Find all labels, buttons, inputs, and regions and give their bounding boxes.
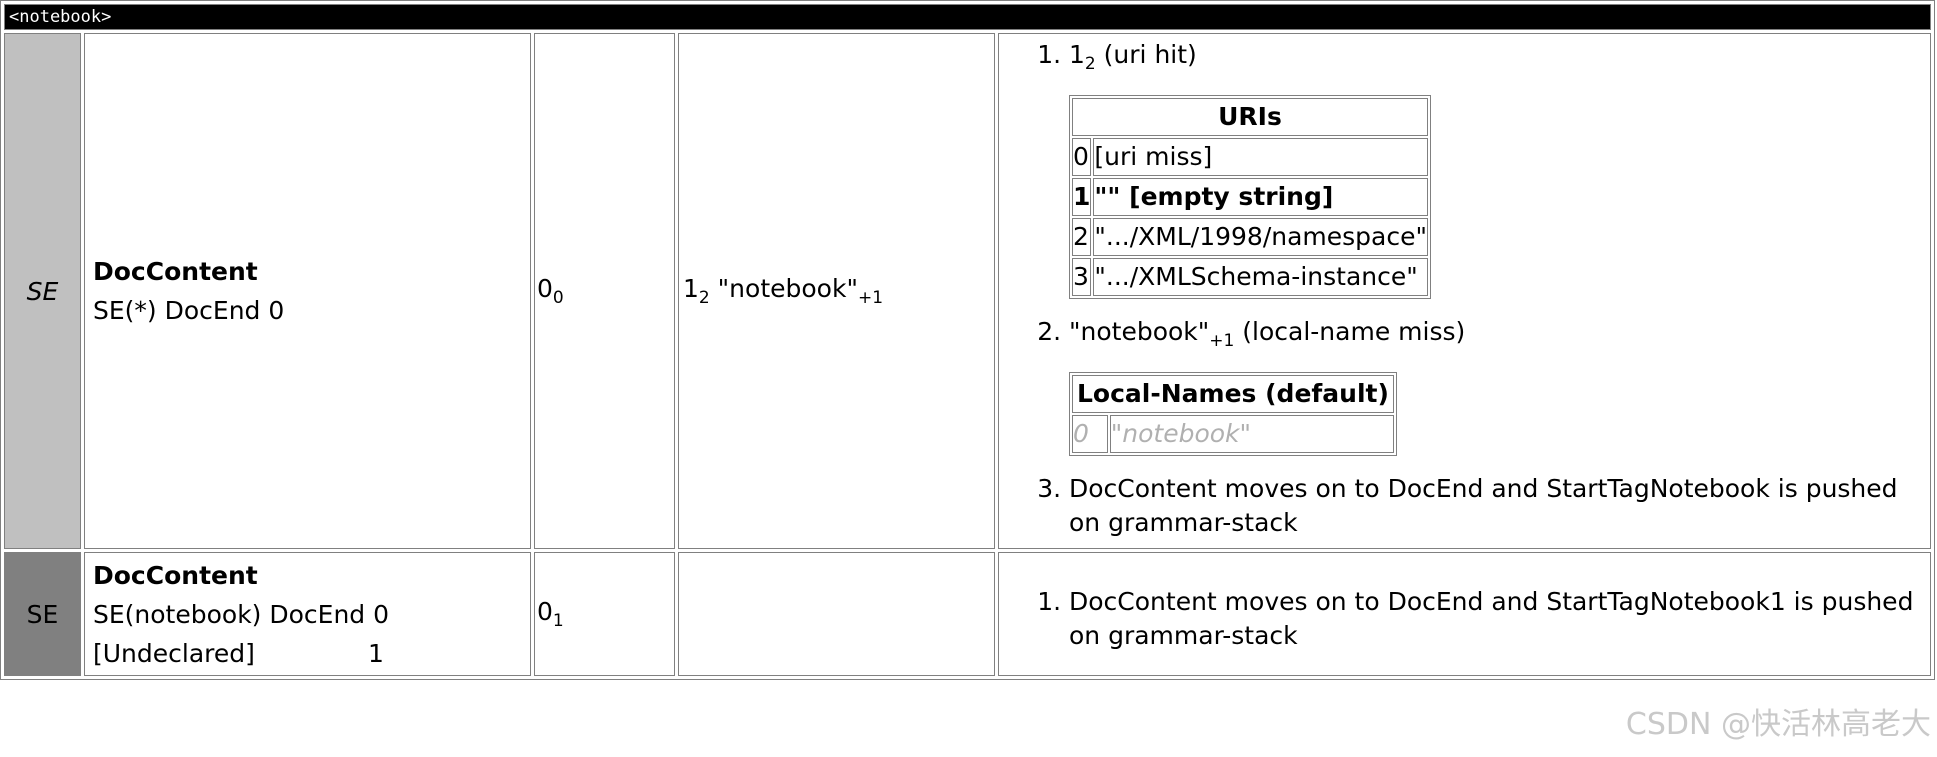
event-content-cell: 12 "notebook"+1 <box>678 33 995 549</box>
table-row: 1 "" [empty string] <box>1072 178 1428 216</box>
notebook-tag-header: <notebook> <box>4 4 1931 30</box>
uri-index: 0 <box>1072 138 1092 176</box>
header-row: <notebook> <box>4 4 1931 30</box>
event-type-label: SE <box>4 552 81 676</box>
grammar-cell: DocContent SE(*) DocEnd 0 <box>84 33 531 549</box>
uris-table: URIs 0 [uri miss] 1 "" [empty string] 2 … <box>1069 95 1431 299</box>
uri-value: ".../XMLSchema-instance" <box>1093 258 1428 296</box>
event-code: 0 <box>537 274 553 303</box>
event-code-cell: 00 <box>534 33 675 549</box>
list-item: DocContent moves on to DocEnd and StartT… <box>1069 585 1920 653</box>
note-local-name: "notebook" <box>1069 317 1210 346</box>
uri-code-width: 2 <box>698 288 710 308</box>
event-code: 0 <box>537 597 553 626</box>
uris-table-title: URIs <box>1072 98 1428 136</box>
grammar-name: DocContent <box>93 257 258 286</box>
grammar-cell: DocContent SE(notebook) DocEnd 0 [Undecl… <box>84 552 531 676</box>
local-name-entry: "notebook" <box>1109 415 1394 453</box>
table-row: SE DocContent SE(notebook) DocEnd 0 [Und… <box>4 552 1931 676</box>
event-type-label: SE <box>4 33 81 549</box>
uri-index: 1 <box>1072 178 1092 216</box>
note-uri-text: (uri hit) <box>1095 40 1197 69</box>
event-content-cell <box>678 552 995 676</box>
watermark: CSDN @快活林高老大 <box>1625 707 1931 742</box>
undeclared-production: [Undeclared] 1 <box>93 634 530 673</box>
table-row: 0 "notebook" <box>1072 415 1394 453</box>
notes-cell: 12 (uri hit) URIs 0 [uri miss] 1 "" [emp… <box>998 33 1931 549</box>
note-local-name-length: +1 <box>1209 331 1235 351</box>
table-row: SE DocContent SE(*) DocEnd 0 00 12 "note… <box>4 33 1931 549</box>
note-uri-width: 2 <box>1084 54 1096 74</box>
event-code-cell: 01 <box>534 552 675 676</box>
local-name-length: +1 <box>857 288 884 308</box>
note-local-name-text: (local-name miss) <box>1234 317 1466 346</box>
table-row: 0 [uri miss] <box>1072 138 1428 176</box>
notes-list: 12 (uri hit) URIs 0 [uri miss] 1 "" [emp… <box>999 38 1920 540</box>
undeclared-value: 1 <box>368 638 384 668</box>
table-row: 2 ".../XML/1998/namespace" <box>1072 218 1428 256</box>
exi-grammar-table: <notebook> SE DocContent SE(*) DocEnd 0 … <box>0 0 1935 680</box>
uri-value: "" [empty string] <box>1093 178 1428 216</box>
event-code-width: 1 <box>552 611 564 631</box>
uri-value: [uri miss] <box>1093 138 1428 176</box>
uri-index: 2 <box>1072 218 1092 256</box>
grammar-production: SE(*) DocEnd 0 <box>93 296 285 325</box>
local-names-table-title: Local-Names (default) <box>1072 375 1394 413</box>
note-uri-code: 1 <box>1069 40 1085 69</box>
notes-cell: DocContent moves on to DocEnd and StartT… <box>998 552 1931 676</box>
grammar-name: DocContent <box>93 560 258 590</box>
local-name-value: "notebook" <box>709 274 858 303</box>
uri-index: 3 <box>1072 258 1092 296</box>
event-code-width: 0 <box>552 288 564 308</box>
list-item: "notebook"+1 (local-name miss) Local-Nam… <box>1069 315 1920 456</box>
list-item: DocContent moves on to DocEnd and StartT… <box>1069 472 1920 540</box>
grammar-production: SE(notebook) DocEnd 0 <box>93 599 390 629</box>
local-names-table: Local-Names (default) 0 "notebook" <box>1069 372 1397 456</box>
undeclared-label: [Undeclared] <box>93 638 255 668</box>
table-row: 3 ".../XMLSchema-instance" <box>1072 258 1428 296</box>
notes-list: DocContent moves on to DocEnd and StartT… <box>999 585 1920 653</box>
uri-value: ".../XML/1998/namespace" <box>1093 218 1428 256</box>
list-item: 12 (uri hit) URIs 0 [uri miss] 1 "" [emp… <box>1069 38 1920 299</box>
local-name-index: 0 <box>1072 415 1108 453</box>
uri-code: 1 <box>683 274 699 303</box>
